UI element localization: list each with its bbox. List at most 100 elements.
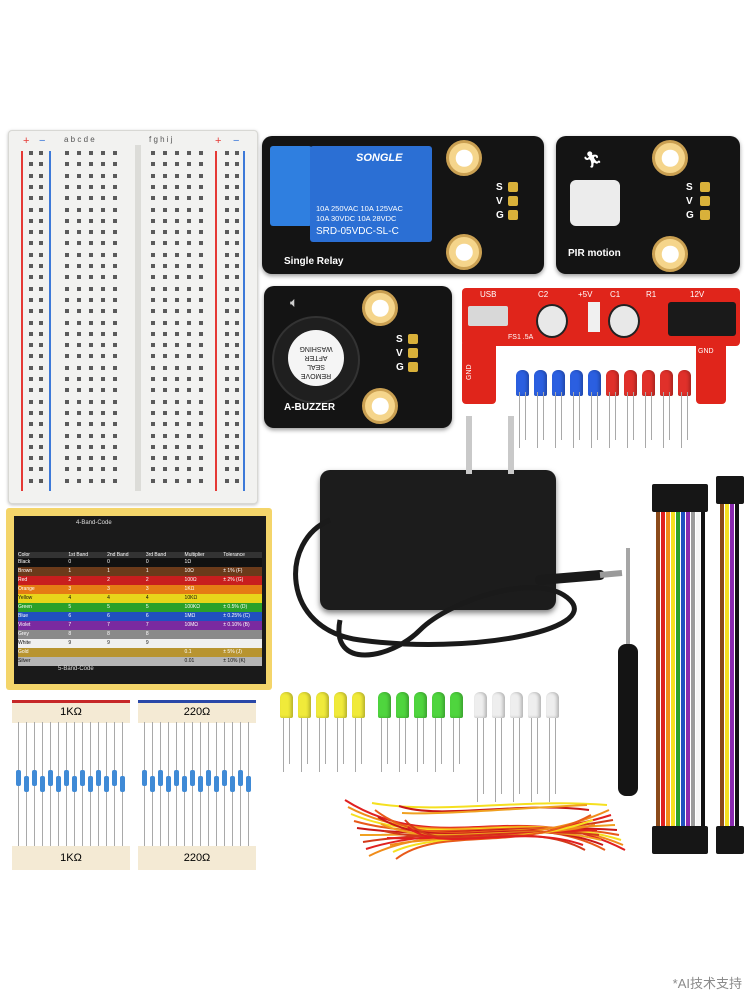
breadboard-hole [89,444,93,449]
breadboard-hole [187,162,191,167]
breadboard-hole [29,365,33,370]
breadboard-hole [163,377,167,381]
breadboard-hole [225,320,229,325]
breadboard-hole [101,230,105,235]
resistor-body [182,776,187,792]
led [516,370,529,396]
table-cell: ± 0.10% (B) [223,622,250,628]
breadboard-hole [151,173,155,178]
screwdriver-shaft [626,548,630,648]
breadboard-hole [225,478,229,483]
table-cell [146,648,185,657]
breadboard: + − a b c d e f g h i j + − [8,130,258,504]
breadboard-hole [77,173,81,178]
breadboard-hole [187,230,191,235]
breadboard-hole [151,207,155,212]
breadboard-hole [89,252,93,257]
led-leg [645,392,646,448]
adapter-prong [466,416,472,474]
dupont-wire [701,500,705,830]
breadboard-hole [175,433,179,438]
table-cell: 7 [145,622,149,628]
breadboard-hole [65,286,69,291]
breadboard-hole [187,388,191,393]
breadboard-hole [235,309,239,314]
header-pin [508,196,518,206]
breadboard-hole [77,207,81,212]
breadboard-hole [77,309,81,314]
breadboard-hole [89,422,93,427]
resistor-body [214,776,219,792]
breadboard-hole [235,286,239,291]
led-leg [417,718,418,772]
breadboard-hole [225,410,229,415]
dupont-wire [696,500,700,830]
breadboard-hole [199,377,203,381]
breadboard-hole [235,456,239,461]
resistor-pack-1kohm-top: 1KΩ [12,700,130,723]
led-leg [633,392,634,440]
table-cell: Red [18,577,28,583]
breadboard-hole [39,173,43,178]
breadboard-hole [77,218,81,223]
breadboard-hole [65,410,69,415]
buzzer-body: REMOVE SEAL AFTER WASHING [272,316,360,404]
breadboard-hole [163,343,167,348]
table-cell: White [18,640,31,646]
breadboard-hole [175,456,179,461]
led [298,692,311,718]
table-header-cell: Color [18,552,30,558]
table-cell: Silver [18,658,31,664]
resistor-220-top-label: 220Ω [183,706,211,718]
breadboard-hole [101,365,105,370]
dupont-wire [725,490,729,830]
breadboard-hole [163,184,167,189]
breadboard-hole [39,478,43,483]
breadboard-hole [29,184,33,189]
breadboard-hole [113,218,117,223]
breadboard-hole [225,354,229,359]
led [624,370,637,396]
jumper-wire [374,809,606,851]
dc-jack [668,302,736,336]
breadboard-hole [113,444,117,449]
led-leg [513,718,514,802]
pin-g-label: G [496,210,504,221]
breadboard-hole [187,410,191,415]
breadboard-hole [199,264,203,268]
buzzer-module: 🔈︎ REMOVE SEAL AFTER WASHING A-BUZZER S … [264,286,452,428]
breadboard-hole [187,478,191,483]
breadboard-hole [199,184,203,189]
led-leg [531,718,532,802]
breadboard-hole [175,151,179,155]
resistor-body [88,776,93,792]
breadboard-hole [77,196,81,201]
breadboard-hole [89,354,93,359]
resistor-pack-220ohm-top: 220Ω [138,700,256,723]
breadboard-hole [163,162,167,167]
breadboard-hole [39,151,43,155]
mount-hole [652,140,688,176]
table-cell [223,594,262,603]
breadboard-hole [65,320,69,325]
breadboard-hole [29,320,33,325]
rail-minus-label: − [39,135,46,147]
adapter-cable [293,517,623,658]
breadboard-hole [39,388,43,393]
resistor-body [56,776,61,792]
resistor-body [230,776,235,792]
breadboard-hole [101,162,105,167]
mount-hole [362,388,398,424]
breadboard-hole [199,151,203,155]
resistor-body [150,776,155,792]
breadboard-hole [187,399,191,404]
table-cell: 0.1 [184,649,192,655]
breadboard-hole [77,433,81,438]
table-cell: ± 5% (J) [223,649,242,655]
breadboard-hole [199,467,203,472]
table-cell: 2 [145,577,149,583]
pin-v-label: V [496,196,503,207]
